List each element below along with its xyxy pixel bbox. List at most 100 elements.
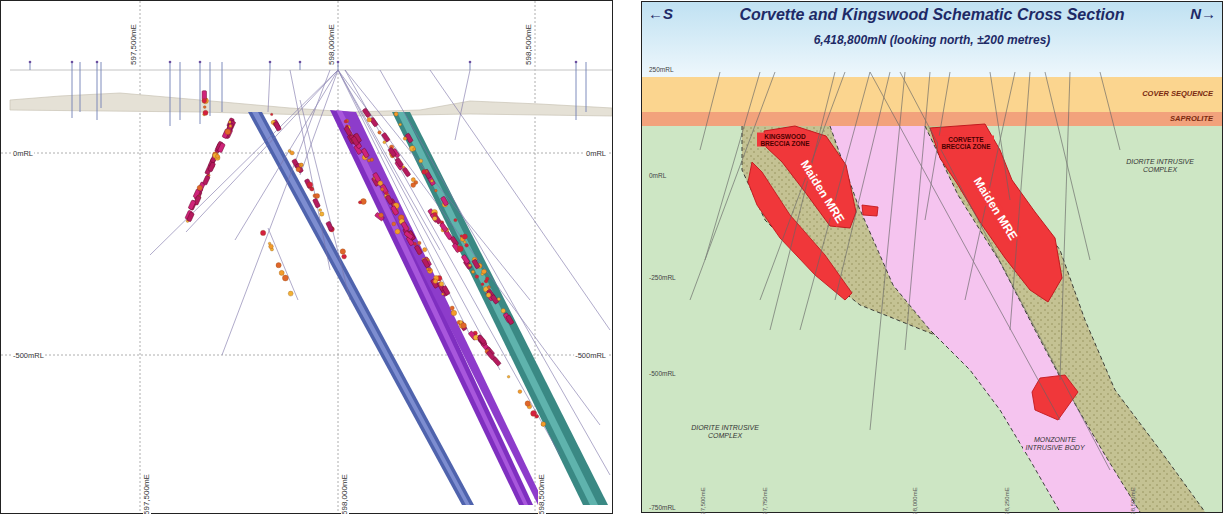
assay-interval [326,221,334,231]
assay-interval [229,124,232,127]
drill-trace [380,70,610,475]
assay-interval [344,120,347,123]
easting-label: 598,500mE [538,473,546,514]
grid-line [140,1,141,513]
assay-interval [228,121,231,124]
assay-interval [541,422,545,426]
assay-interval [477,335,486,345]
drill-trace [338,70,470,335]
unit-name: MONZONITE INTRUSIVE BODY [1023,436,1087,452]
collar-dot [469,61,472,64]
assay-interval [468,264,471,267]
assay-interval [441,293,443,295]
assay-interval [391,206,399,216]
assay-interval [442,286,450,296]
drill-trace [770,72,835,330]
drill-collar [80,62,81,112]
assay-interval [320,212,324,216]
panel-frame [642,2,1223,513]
assay-interval [475,275,479,279]
easting-label: 598,500mE [525,23,533,66]
drill-trace [235,70,338,240]
band-label: COVER SEQUENCE [1141,90,1214,99]
assay-interval [260,230,265,235]
assay-interval [395,229,400,234]
drill-trace [1010,72,1030,330]
assay-interval [486,293,491,298]
assay-interval [304,179,312,189]
assay-interval [358,201,361,204]
drill-trace [345,70,530,300]
assay-interval [401,222,409,232]
assay-interval [188,200,196,210]
assay-interval [435,189,438,192]
assay-interval [518,390,522,394]
assay-interval [462,234,467,239]
assay-interval [367,159,370,162]
zone-name: KINGSWOOD BRECCIA ZONE [757,132,813,147]
saprolite-band: SAPROLITE [642,112,1222,126]
assay-interval [410,146,416,152]
monzonite-body [830,126,1140,512]
easting-label: 597,500mE [143,473,151,514]
assay-interval [461,254,470,264]
collar-dot [575,61,578,64]
drill-trace [690,72,1120,470]
elevation-label: 0mRL [585,150,607,159]
drill-trace [150,70,610,475]
easting-label: 597,750mE [762,486,768,514]
drill-trace [800,72,870,330]
assay-interval [296,167,301,172]
assay-interval [351,136,359,146]
assay-interval [300,163,303,166]
assay-interval [342,254,347,259]
assay-interval [375,212,385,221]
drill-trace [900,72,1110,470]
collar-dot [199,61,202,64]
assay-interval [367,117,372,122]
drill-trace [268,70,270,112]
resource-zone: Maiden MRE [929,123,1063,303]
band-label: SAPROLITE [1169,115,1214,124]
assay-interval [208,162,216,172]
assay-interval [411,183,416,188]
zone-name: CORVETTE BRECCIA ZONE [938,135,994,150]
assay-interval [189,200,197,210]
drill-trace [705,72,760,260]
drill-trace [1045,72,1090,260]
contact-line [742,126,935,335]
assay-interval [439,222,448,232]
elevation-label: 250mRL [648,66,675,73]
schematic-section-panel [641,1,1222,513]
assay-interval [279,270,284,275]
easting-label: 597,500mE [700,486,706,514]
elevation-label: 0mRL [648,172,667,179]
assay-interval [290,151,294,155]
assay-interval [454,218,457,221]
assay-interval [399,123,402,126]
contact-line [742,126,1205,512]
sky-band [641,1,1222,77]
assay-interval [388,147,397,157]
assay-interval [203,98,209,104]
fault-plane [397,112,598,505]
assay-interval [439,282,444,287]
assay-interval [383,141,386,144]
drill-trace [455,70,470,140]
assay-interval [362,108,371,118]
drill-collar [210,62,211,116]
assay-interval [535,414,539,418]
assay-interval [315,194,320,199]
assay-interval [433,279,437,283]
assay-interval [471,270,474,273]
drill-trace [150,70,338,255]
fault-plane [248,110,608,505]
assay-interval [422,170,427,175]
drill-trace [290,70,330,270]
assay-interval [361,148,369,158]
assay-interval [433,216,437,220]
diorite-ground [641,1,1222,513]
assay-interval [461,323,467,329]
assay-interval [218,143,226,153]
